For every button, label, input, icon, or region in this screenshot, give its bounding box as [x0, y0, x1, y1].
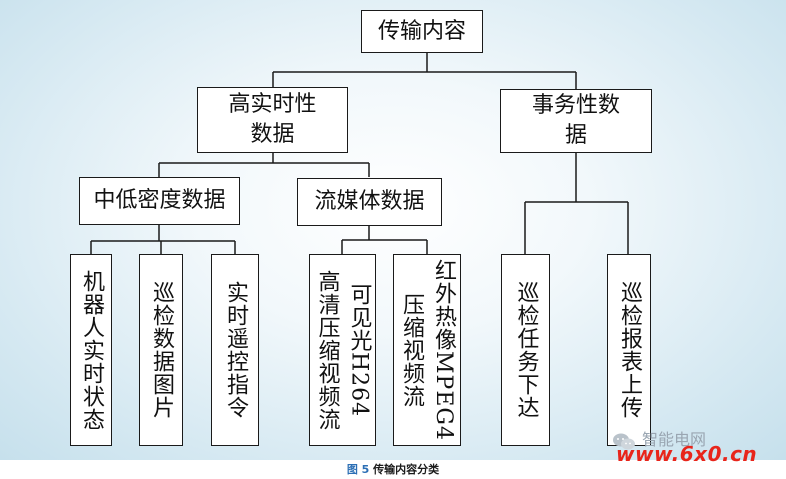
node-root-label: 传输内容	[377, 18, 466, 44]
node-visible-h264-label: 可见光H264	[346, 282, 372, 418]
node-mid-low-density: 中低密度数据	[79, 177, 240, 225]
figure-caption-text: 传输内容分类	[373, 463, 440, 476]
connector-lines	[90, 53, 629, 254]
node-patrol-images-label: 巡检数据图片	[149, 281, 174, 419]
node-task-dispatch-label: 巡检任务下达	[513, 281, 539, 419]
figure-caption: 图 5 传输内容分类	[0, 461, 786, 479]
node-patrol-images: 巡检数据图片	[139, 254, 183, 446]
figure-number: 图 5	[346, 463, 370, 476]
wechat-icon	[613, 433, 635, 450]
node-transactional: 事务性数据	[500, 89, 652, 153]
node-task-dispatch: 巡检任务下达	[501, 254, 550, 446]
node-infrared-mpeg4-label: 红外热像MPEG4	[431, 259, 456, 441]
watermark-site: www.6x0.cn	[616, 442, 758, 466]
node-telecontrol-label: 实时遥控指令	[223, 281, 248, 419]
node-infrared-compressed: 红外热像MPEG4 压缩视频流	[393, 254, 461, 446]
watermark: 智能电网 www.6x0.cn	[612, 426, 782, 466]
node-telecontrol: 实时遥控指令	[211, 254, 259, 446]
node-hd-compressed-label: 高清压缩视频流	[314, 269, 340, 431]
node-streaming: 流媒体数据	[297, 178, 442, 226]
node-visible-hd: 可见光H264 高清压缩视频流	[309, 254, 376, 446]
node-streaming-label: 流媒体数据	[314, 189, 425, 214]
diagram-panel: 传输内容 高实时性数据 事务性数据 中低密度数据 流媒体数据 机器人实时状态 巡…	[0, 0, 786, 460]
node-mid-low-density-label: 中低密度数据	[93, 188, 226, 213]
watermark-cn-text: 智能电网	[642, 430, 707, 449]
node-high-realtime-label: 高实时性数据	[228, 92, 317, 147]
node-transactional-label: 事务性数据	[531, 93, 620, 148]
node-robot-status-label: 机器人实时状态	[79, 269, 104, 431]
node-report-upload-label: 巡检报表上传	[617, 281, 642, 419]
node-root: 传输内容	[361, 10, 483, 53]
node-report-upload: 巡检报表上传	[607, 254, 651, 446]
node-compressed-video-label: 压缩视频流	[399, 292, 424, 408]
node-high-realtime: 高实时性数据	[197, 87, 348, 153]
node-robot-status: 机器人实时状态	[70, 254, 112, 446]
